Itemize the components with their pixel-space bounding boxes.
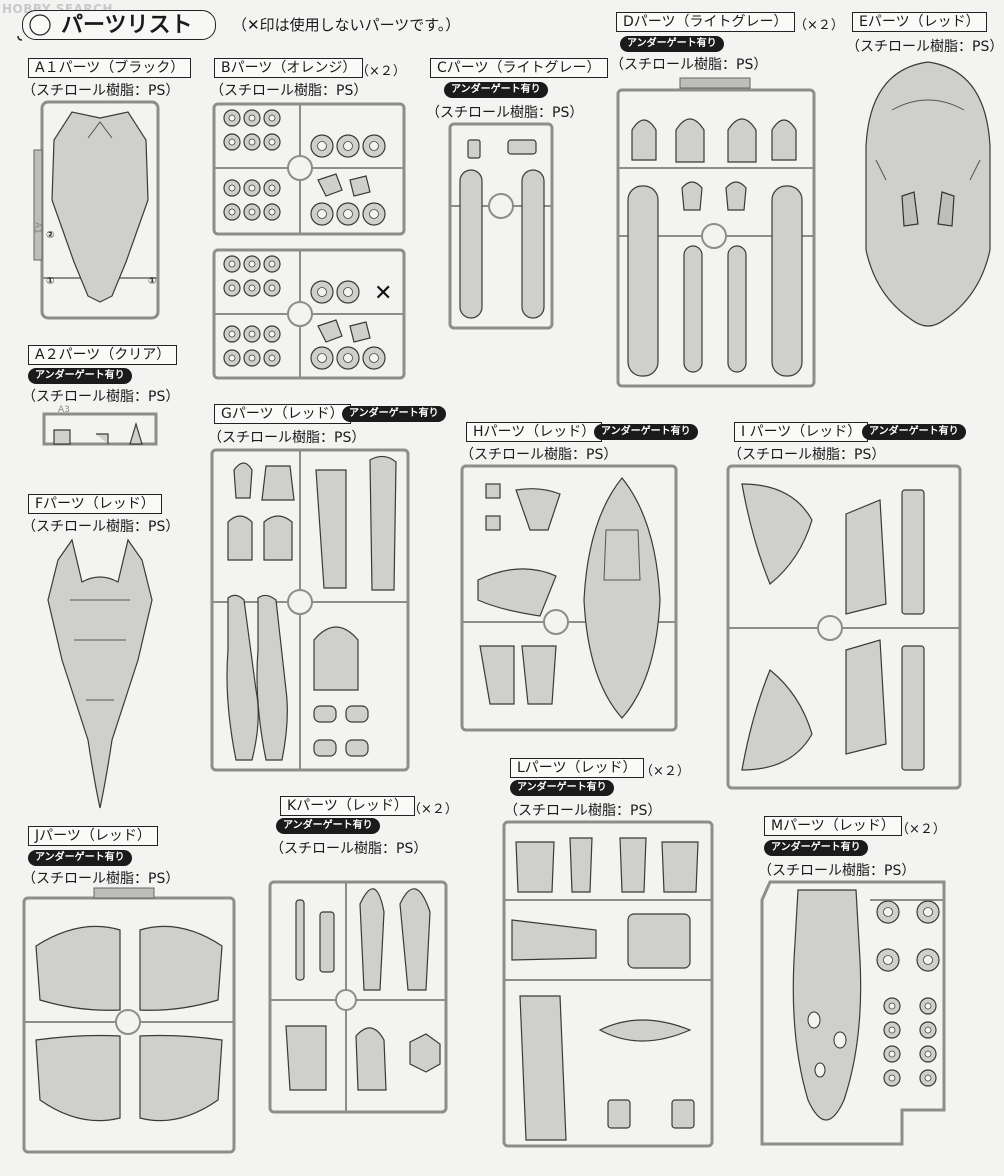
- k-label: Kパーツ（レッド）: [280, 796, 415, 816]
- b-material: （スチロール樹脂：PS）: [210, 83, 368, 99]
- l-material: （スチロール樹脂：PS）: [504, 803, 662, 819]
- a1-number-2: ②: [46, 230, 54, 241]
- g-runner: [210, 448, 410, 772]
- h-undergate-badge: アンダーゲート有り: [594, 424, 698, 440]
- j-undergate-badge: アンダーゲート有り: [28, 850, 132, 866]
- d-undergate-badge: アンダーゲート有り: [620, 36, 724, 52]
- k-undergate-badge: アンダーゲート有り: [276, 818, 380, 834]
- c-material: （スチロール樹脂：PS）: [426, 105, 584, 121]
- a1-runner: ② ① ① A1: [32, 100, 160, 320]
- l-undergate-badge: アンダーゲート有り: [510, 780, 614, 796]
- b-runner-top: [212, 102, 406, 236]
- f-label: Fパーツ（レッド）: [28, 494, 162, 514]
- f-part: [47, 538, 153, 809]
- c-undergate-badge: アンダーゲート有り: [444, 82, 548, 98]
- g-material: （スチロール樹脂：PS）: [208, 430, 366, 446]
- m-qty: （×２）: [896, 822, 946, 837]
- a2-runner: A3: [42, 405, 158, 446]
- k-runner: [268, 880, 448, 1114]
- j-material: （スチロール樹脂：PS）: [22, 871, 180, 887]
- l-label: Lパーツ（レッド）: [510, 758, 644, 778]
- page-title: パーツリスト: [22, 10, 216, 40]
- i-label: I パーツ（レッド）: [734, 422, 869, 442]
- h-runner: [460, 464, 678, 732]
- b-label: Bパーツ（オレンジ）: [214, 58, 364, 78]
- j-runner: [22, 887, 236, 1154]
- title-underline: [17, 35, 23, 41]
- i-undergate-badge: アンダーゲート有り: [862, 424, 966, 440]
- e-part: [865, 61, 991, 327]
- a1-label: A１パーツ（ブラック）: [28, 58, 192, 78]
- a1-number-1b: ①: [148, 276, 156, 287]
- a2-undergate-badge: アンダーゲート有り: [28, 368, 132, 384]
- h-label: Hパーツ（レッド）: [466, 422, 603, 442]
- h-material: （スチロール樹脂：PS）: [460, 447, 618, 463]
- b-runner-bottom: [212, 248, 406, 380]
- f-material: （スチロール樹脂：PS）: [22, 519, 180, 535]
- j-label: Jパーツ（レッド）: [28, 826, 158, 846]
- b-qty: （×２）: [356, 64, 406, 79]
- title-bullet-icon: [29, 14, 51, 36]
- l-runner: [502, 820, 714, 1148]
- unused-note: （✕印は使用しないパーツです。）: [232, 16, 461, 34]
- a2-material: （スチロール樹脂：PS）: [22, 389, 180, 405]
- d-qty: （×２）: [794, 18, 844, 33]
- i-runner: [726, 464, 962, 790]
- c-runner: [448, 122, 554, 330]
- e-label: Eパーツ（レッド）: [852, 12, 987, 32]
- k-qty: （×２）: [408, 802, 458, 817]
- m-label: Mパーツ（レッド）: [764, 816, 902, 836]
- a1-number-1: ①: [46, 276, 54, 287]
- a1-material: （スチロール樹脂：PS）: [22, 83, 180, 99]
- a1-runner-code: A1: [32, 222, 42, 234]
- k-material: （スチロール樹脂：PS）: [270, 841, 428, 857]
- g-undergate-badge: アンダーゲート有り: [342, 406, 446, 422]
- m-undergate-badge: アンダーゲート有り: [764, 840, 868, 856]
- d-runner: [616, 77, 816, 388]
- d-label: Dパーツ（ライトグレー）: [616, 12, 795, 32]
- a2-label: A２パーツ（クリア）: [28, 345, 178, 365]
- l-qty: （×２）: [640, 764, 690, 779]
- unused-mark-icon: ✕: [374, 281, 392, 306]
- a2-runner-code: A3: [58, 405, 70, 415]
- c-label: Cパーツ（ライトグレー）: [430, 58, 608, 78]
- m-material: （スチロール樹脂：PS）: [758, 863, 916, 879]
- m-runner: [760, 880, 946, 1146]
- d-material: （スチロール樹脂：PS）: [610, 57, 768, 73]
- e-material: （スチロール樹脂：PS）: [846, 39, 1004, 55]
- i-material: （スチロール樹脂：PS）: [728, 447, 886, 463]
